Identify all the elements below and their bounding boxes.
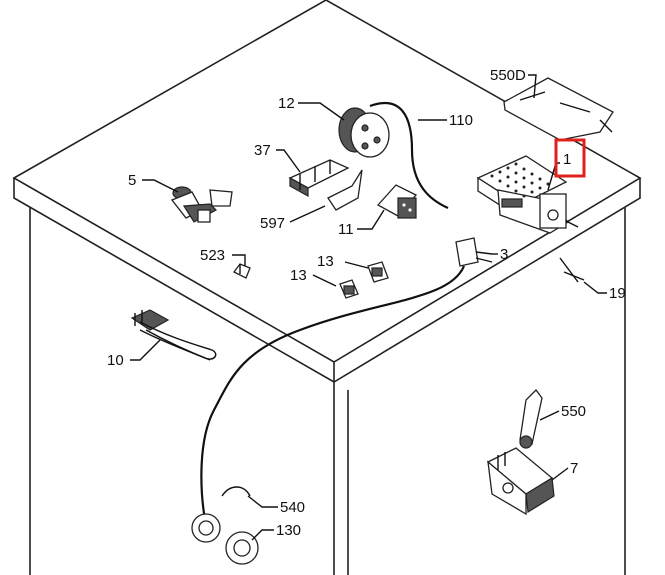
part-12-pressure-switch bbox=[338, 107, 390, 158]
part-3-switch bbox=[455, 237, 493, 267]
label-part-597: 597 bbox=[260, 215, 285, 232]
label-part-13-b: 13 bbox=[290, 267, 307, 284]
appliance-cabinet bbox=[12, 0, 642, 575]
label-part-5: 5 bbox=[128, 172, 136, 189]
highlight-box bbox=[554, 138, 586, 178]
part-37-terminal-block bbox=[288, 159, 350, 198]
label-part-10: 10 bbox=[107, 352, 124, 369]
label-part-550: 550 bbox=[561, 403, 586, 420]
callout-labels: 1 550D 12 110 37 5 597 11 3 523 13 13 19… bbox=[107, 67, 626, 539]
part-550-lever bbox=[519, 389, 543, 449]
leader-lines bbox=[130, 74, 607, 541]
part-540-clamp bbox=[221, 486, 251, 497]
part-10-heater bbox=[130, 309, 217, 361]
label-part-130: 130 bbox=[276, 522, 301, 539]
label-part-550D: 550D bbox=[490, 67, 526, 84]
part-550D-cover-plate bbox=[503, 77, 614, 141]
label-part-7: 7 bbox=[570, 460, 578, 477]
part-11-capacitor bbox=[376, 184, 418, 219]
part-grommet-left bbox=[191, 513, 221, 543]
label-part-11: 11 bbox=[338, 221, 354, 238]
label-part-37: 37 bbox=[254, 142, 271, 159]
switch-cable bbox=[200, 265, 466, 521]
label-part-540: 540 bbox=[280, 499, 305, 516]
part-1-electronic-module bbox=[476, 155, 579, 234]
part-5-valve bbox=[170, 186, 233, 223]
label-part-1: 1 bbox=[563, 151, 571, 168]
part-13-connector-a bbox=[339, 279, 359, 299]
part-19-sensor bbox=[559, 257, 585, 283]
label-part-523: 523 bbox=[200, 247, 225, 264]
part-110-hose bbox=[369, 101, 449, 210]
label-part-110: 110 bbox=[449, 112, 473, 129]
part-597-bracket bbox=[327, 169, 363, 211]
part-13-connector-b bbox=[367, 261, 389, 283]
part-523-clip bbox=[233, 263, 251, 279]
label-part-3: 3 bbox=[500, 246, 508, 263]
part-130-grommet bbox=[225, 531, 259, 565]
label-part-13-a: 13 bbox=[317, 253, 334, 270]
part-7-door-lock bbox=[486, 447, 555, 516]
label-part-12: 12 bbox=[278, 95, 295, 112]
label-part-19: 19 bbox=[609, 285, 626, 302]
